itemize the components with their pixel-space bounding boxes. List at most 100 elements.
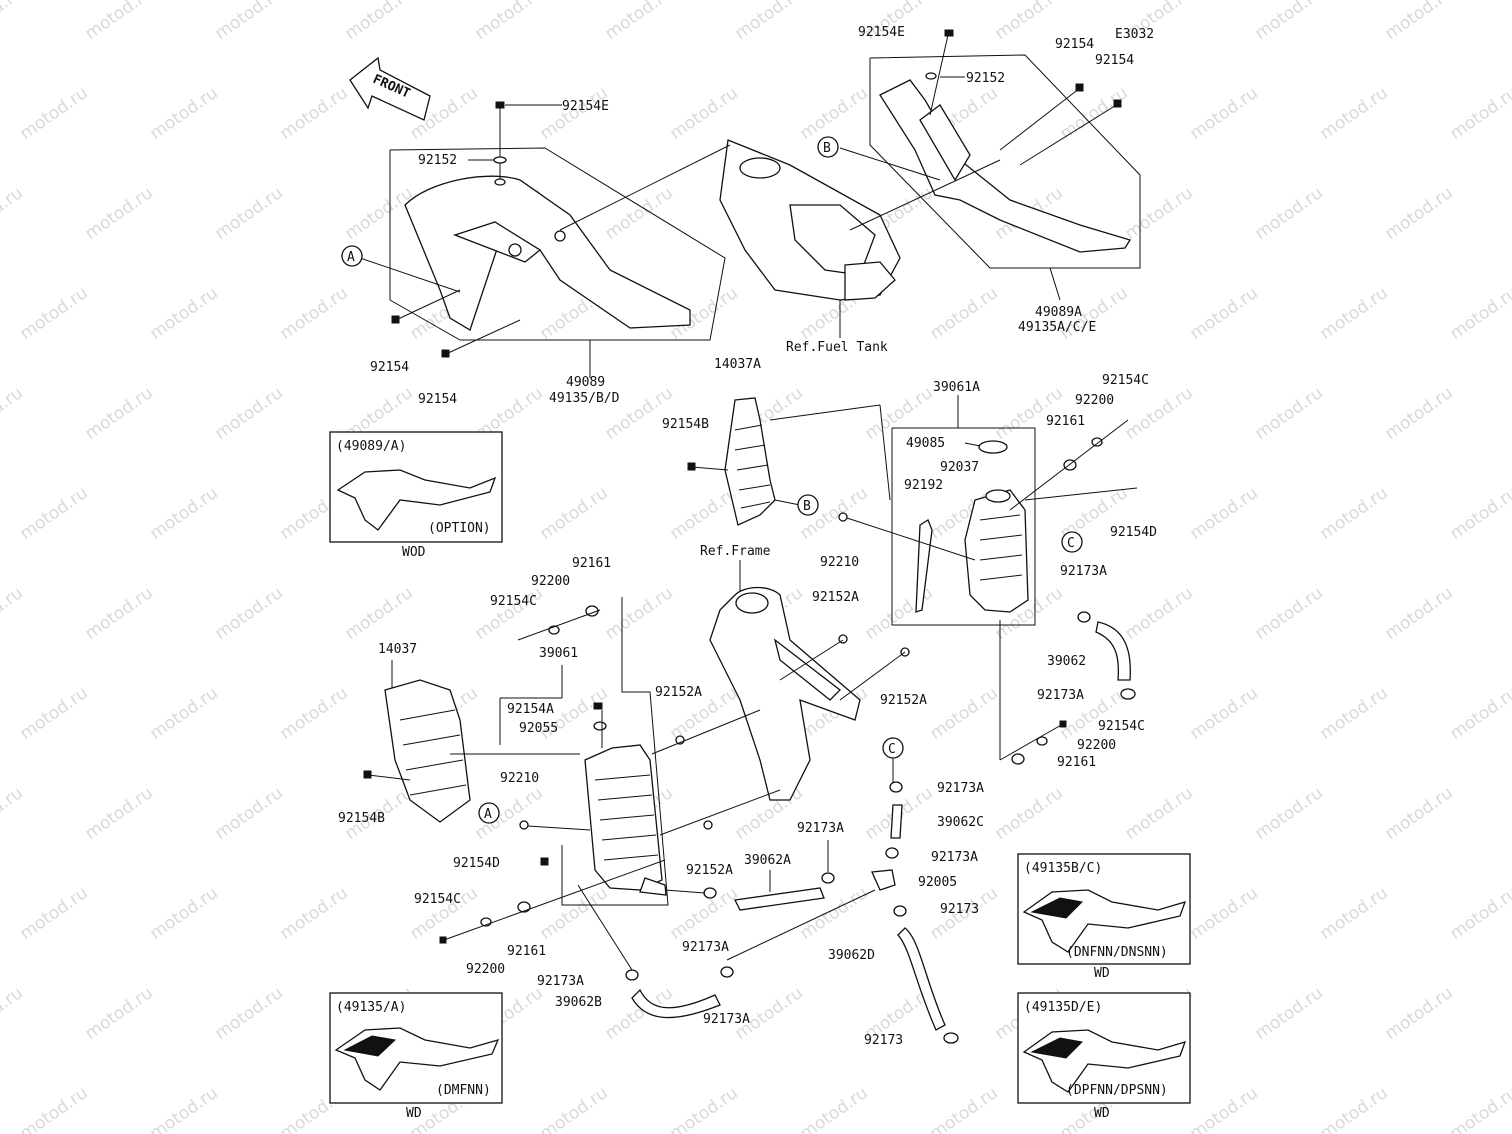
watermark-text: motod.ru — [1316, 483, 1391, 544]
watermark-text: motod.ru — [601, 183, 676, 244]
hose-39062B — [577, 884, 876, 1019]
watermark-text: motod.ru — [1446, 283, 1512, 344]
watermark-text: motod.ru — [1316, 683, 1391, 744]
watermark-text: motod.ru — [926, 683, 1001, 744]
label-49089A: 49089A — [1035, 305, 1082, 320]
watermark-text: motod.ru — [1251, 383, 1326, 444]
label-92037: 92037 — [940, 460, 979, 475]
watermark-text: motod.ru — [0, 983, 27, 1044]
watermark-text: motod.ru — [1381, 783, 1456, 844]
watermark-text: motod.ru — [536, 1083, 611, 1134]
left-radiator-guard — [363, 660, 580, 823]
label-92055: 92055 — [519, 721, 558, 736]
watermark-text: motod.ru — [211, 383, 286, 444]
watermark-text: motod.ru — [81, 783, 156, 844]
watermark-text: motod.ru — [861, 383, 936, 444]
watermark-text: motod.ru — [211, 983, 286, 1044]
svg-text:B: B — [823, 141, 831, 156]
watermark-text: motod.ru — [81, 383, 156, 444]
inset-49135BC-dnfnn: (49135B/C) (DNFNN/DNSNN) WD — [1017, 853, 1191, 981]
watermark-text: motod.ru — [0, 783, 27, 844]
label-92173: 92173 — [940, 902, 979, 917]
watermark-text: motod.ru — [796, 83, 871, 144]
svg-text:WD: WD — [1094, 1106, 1110, 1121]
hose-chain-middle — [871, 758, 959, 1044]
inset-49089A-option: (49089/A) (OPTION) WOD — [329, 431, 503, 560]
ref-fuel-tank: Ref.Fuel Tank — [786, 340, 888, 355]
overflow-hose — [915, 519, 933, 613]
label-92161: 92161 — [572, 556, 611, 571]
hose-joint-92005 — [871, 869, 896, 891]
watermark-text: motod.ru — [146, 1083, 221, 1134]
watermark-text: motod.ru — [341, 183, 416, 244]
watermark-text: motod.ru — [0, 383, 27, 444]
label-92173A: 92173A — [537, 974, 584, 989]
radiator-cap — [978, 440, 1008, 454]
watermark-text: motod.ru — [536, 483, 611, 544]
watermark-text: motod.ru — [926, 1083, 1001, 1134]
watermark-text: motod.ru — [1121, 783, 1196, 844]
watermark-text: motod.ru — [1446, 883, 1512, 944]
label-92161: 92161 — [1057, 755, 1096, 770]
watermark-text: motod.ru — [861, 583, 936, 644]
ref-frame: Ref.Frame — [700, 544, 771, 559]
right-radiator-guard — [687, 397, 891, 526]
label-92200: 92200 — [1075, 393, 1114, 408]
watermark-text: motod.ru — [1121, 383, 1196, 444]
watermark-text: motod.ru — [1381, 383, 1456, 444]
label-92161: 92161 — [507, 944, 546, 959]
watermark-text: motod.ru — [1381, 183, 1456, 244]
svg-text:(49089/A): (49089/A) — [336, 439, 406, 454]
label-92173A: 92173A — [937, 781, 984, 796]
label-92152: 92152 — [966, 71, 1005, 86]
label-92173A: 92173A — [682, 940, 729, 955]
inset-49135A-dmfnn: (49135/A) (DMFNN) WD — [329, 992, 503, 1121]
svg-text:WOD: WOD — [402, 545, 426, 560]
watermark-text: motod.ru — [341, 583, 416, 644]
watermark-text: motod.ru — [471, 583, 546, 644]
watermark-text: motod.ru — [1121, 183, 1196, 244]
label-92173A: 92173A — [1037, 688, 1084, 703]
hose-39062 — [999, 611, 1136, 765]
label-39061: 39061 — [539, 646, 578, 661]
watermark-text: motod.ru — [1316, 283, 1391, 344]
label-92173A: 92173A — [931, 850, 978, 865]
watermark-text: motod.ru — [601, 583, 676, 644]
watermark-text: motod.ru — [1186, 283, 1261, 344]
label-92173A: 92173A — [797, 821, 844, 836]
label-92210: 92210 — [500, 771, 539, 786]
label-39061A: 39061A — [933, 380, 980, 395]
watermark-text: motod.ru — [1316, 883, 1391, 944]
watermark-text: motod.ru — [1446, 83, 1512, 144]
label-92152: 92152 — [418, 153, 457, 168]
label-39062A: 39062A — [744, 853, 791, 868]
label-92154: 92154 — [1055, 37, 1094, 52]
watermark-text: motod.ru — [81, 583, 156, 644]
front-arrow-icon: FRONT — [349, 56, 431, 121]
label-92152A: 92152A — [812, 590, 859, 605]
hose-39062A — [664, 840, 835, 911]
label-92154B: 92154B — [662, 417, 709, 432]
label-92154C: 92154C — [1102, 373, 1149, 388]
watermark-text: motod.ru — [16, 883, 91, 944]
watermark-text: motod.ru — [1446, 1083, 1512, 1134]
watermark-text: motod.ru — [1381, 0, 1456, 44]
watermark-text: motod.ru — [601, 0, 676, 44]
callout-c-bottom: C — [882, 737, 904, 759]
label-92173: 92173 — [864, 1033, 903, 1048]
label-92154: 92154 — [418, 392, 457, 407]
watermark-text: motod.ru — [1186, 683, 1261, 744]
right-shroud-group — [839, 29, 1141, 301]
watermark-text: motod.ru — [146, 283, 221, 344]
label-92200: 92200 — [466, 962, 505, 977]
watermark-text: motod.ru — [1251, 983, 1326, 1044]
label-14037A: 14037A — [714, 357, 761, 372]
watermark-text: motod.ru — [211, 783, 286, 844]
label-92154C: 92154C — [414, 892, 461, 907]
svg-text:WD: WD — [1094, 966, 1110, 981]
svg-text:WD: WD — [406, 1106, 422, 1121]
watermark-text: motod.ru — [991, 783, 1066, 844]
callout-c-right: C — [1061, 531, 1083, 553]
svg-text:(DMFNN): (DMFNN) — [436, 1083, 491, 1098]
